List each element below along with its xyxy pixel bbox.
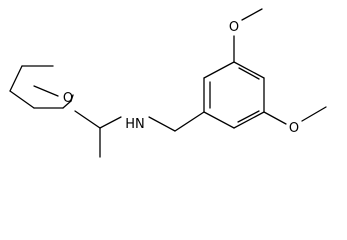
bond-nh-to-ch2 (148, 116, 176, 132)
molecule-structure: O HN O O (9, 8, 327, 158)
bond-top-o-to-methyl (241, 8, 263, 21)
thf-bond-c4-c5 (9, 65, 23, 92)
thf-ring-outline (33, 85, 59, 97)
benzene-ring (203, 61, 265, 129)
tetrahydrofuran-ring (9, 65, 72, 109)
benzene-bond-5-6 (233, 111, 265, 129)
thf-bond-c2-ring (70, 94, 74, 102)
methoxy-right (263, 106, 327, 125)
bond-ch-to-nh (99, 116, 122, 129)
amine-chain (74, 110, 205, 158)
thf-o-to-c5 (33, 85, 59, 97)
benzene-bond-2-3 (203, 61, 235, 79)
benzene-double-bond-b (238, 67, 260, 80)
thf-bond-c3-c4 (9, 90, 35, 109)
thf-bond-o-c2 (62, 100, 72, 109)
methoxy-top (233, 8, 263, 63)
methoxy-top-oxygen-label: O (229, 20, 239, 35)
amine-nh-label: HN (125, 117, 145, 132)
benzene-bond-3-4 (233, 61, 265, 79)
bond-right-o-to-methyl (301, 106, 327, 122)
bond-ring-to-ch (74, 110, 101, 129)
benzene-double-bond-c (237, 110, 260, 123)
methoxy-right-oxygen-label: O (289, 121, 299, 136)
bond-ch2-to-aryl (174, 111, 205, 132)
ring-oxygen-label: O (63, 91, 73, 106)
benzene-bond-6-1 (203, 111, 235, 129)
bond-aryl-to-right-o (263, 111, 287, 125)
